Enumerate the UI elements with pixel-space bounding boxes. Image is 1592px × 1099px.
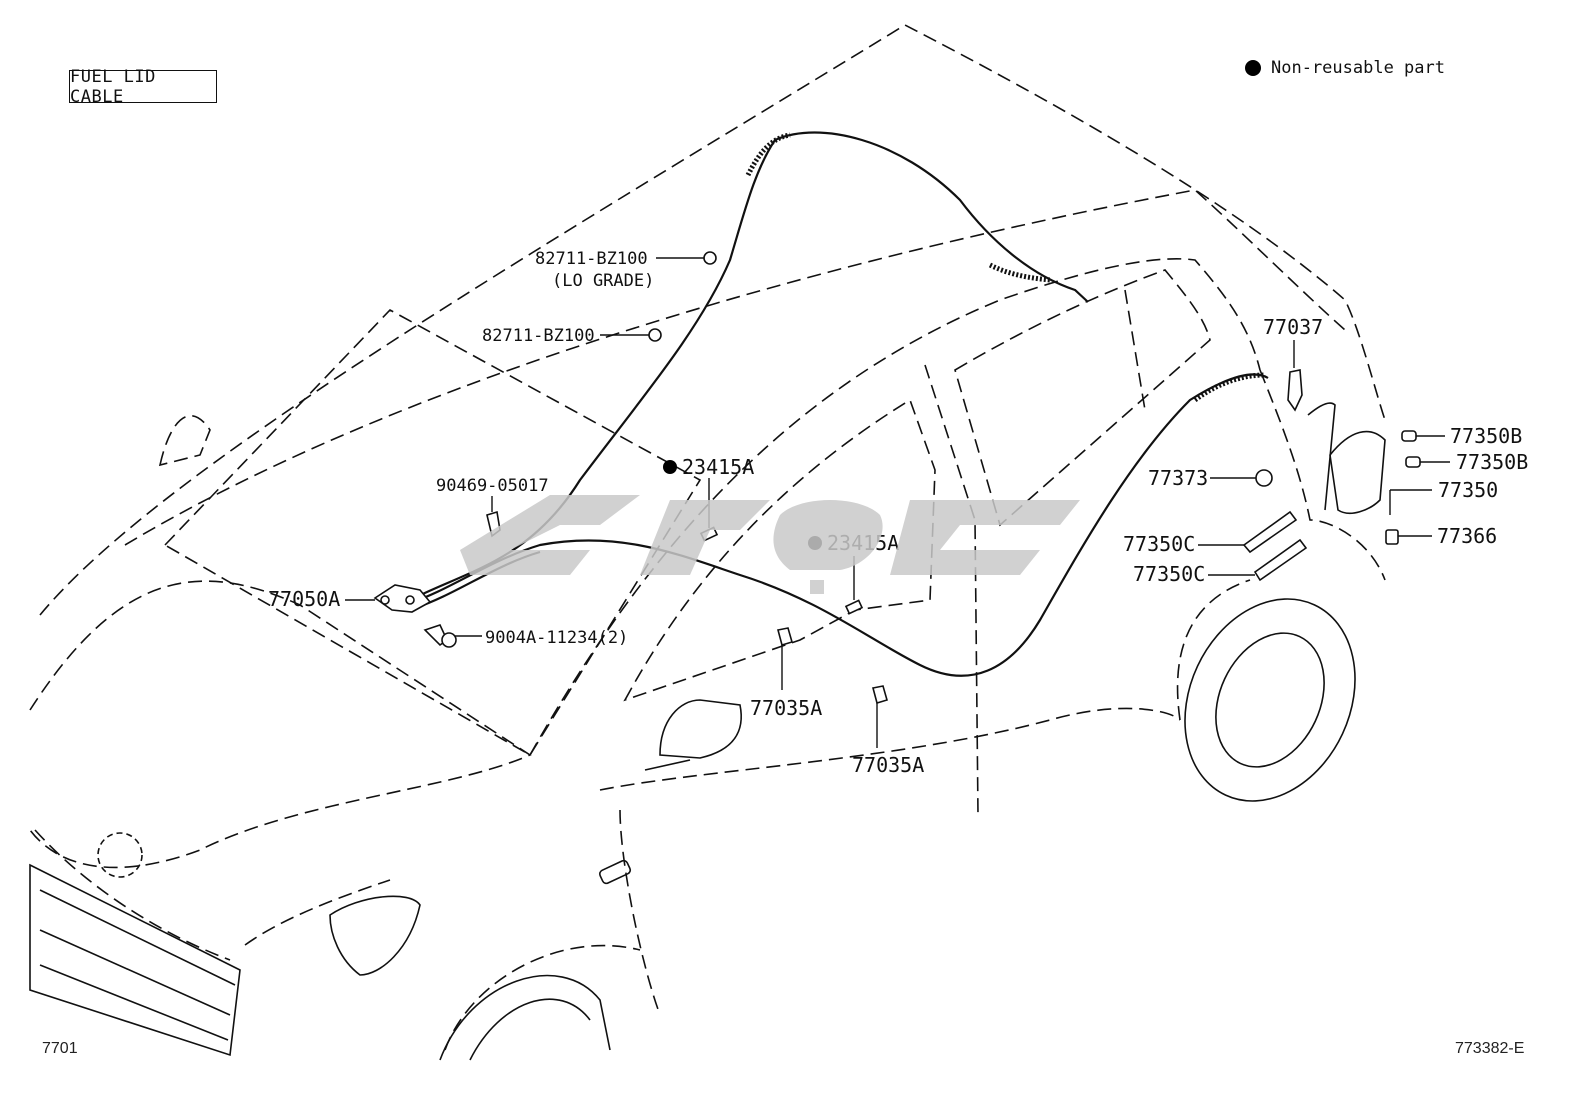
diagram-title: FUEL LID CABLE bbox=[69, 67, 217, 107]
callout-77350: 77350 bbox=[1438, 478, 1498, 502]
callout-77050a: 77050A bbox=[268, 587, 340, 611]
callout-77373: 77373 bbox=[1148, 466, 1208, 490]
leader-lines bbox=[345, 257, 1450, 748]
grommet-77373-part bbox=[1255, 469, 1273, 487]
callout-labels: 82711-BZ100 (LO GRADE) 82711-BZ100 90469… bbox=[268, 249, 1528, 777]
callout-90469: 90469-05017 bbox=[436, 476, 549, 496]
callout-82711: 82711-BZ100 bbox=[482, 326, 595, 346]
legend-text: Non-reusable part bbox=[1271, 58, 1445, 78]
clip-77035a-2-part bbox=[872, 685, 888, 705]
clamp-82711-lo-part bbox=[703, 251, 717, 265]
non-reusable-dot-icon bbox=[1245, 60, 1261, 76]
watermark-logo bbox=[460, 495, 1080, 594]
callout-77035a-1: 77035A bbox=[750, 696, 822, 720]
bumper-77350b-1-part bbox=[1401, 430, 1417, 442]
callout-82711-lo-note: (LO GRADE) bbox=[552, 271, 654, 291]
car-body-outline bbox=[29, 24, 1386, 1051]
latch-77037-part bbox=[1287, 369, 1303, 412]
legend: Non-reusable part bbox=[1245, 58, 1445, 78]
callout-82711-lo: 82711-BZ100 bbox=[535, 249, 648, 269]
cable-sheath bbox=[745, 132, 1266, 403]
non-reusable-dot-23415a-1 bbox=[663, 460, 677, 474]
clip-77035a-1-part bbox=[777, 627, 793, 647]
figure-id-right: 773382-E bbox=[1455, 1040, 1525, 1057]
stopper-77366-part bbox=[1385, 529, 1399, 545]
pin-77350c-2-part bbox=[1253, 538, 1308, 582]
callout-77037: 77037 bbox=[1263, 315, 1323, 339]
bumper-77350b-2-part bbox=[1405, 456, 1421, 468]
pin-77350c-1-part bbox=[1242, 510, 1298, 554]
callout-77350b-1: 77350B bbox=[1450, 424, 1522, 448]
car-solid-features bbox=[29, 402, 1386, 1061]
figure-id-left: 7701 bbox=[42, 1040, 78, 1057]
callout-77350b-2: 77350B bbox=[1456, 450, 1528, 474]
callout-77035a-2: 77035A bbox=[852, 753, 924, 777]
callout-9004a: 9004A-11234(2) bbox=[485, 628, 628, 648]
callout-77366: 77366 bbox=[1437, 524, 1497, 548]
callout-77350c-1: 77350C bbox=[1123, 532, 1195, 556]
clamp-82711-part bbox=[648, 328, 662, 342]
lever-77050a-part bbox=[373, 584, 432, 613]
pad-23415a-2-part bbox=[844, 599, 864, 615]
callout-23415a-1: 23415A bbox=[682, 455, 754, 479]
callout-77350c-2: 77350C bbox=[1133, 562, 1205, 586]
